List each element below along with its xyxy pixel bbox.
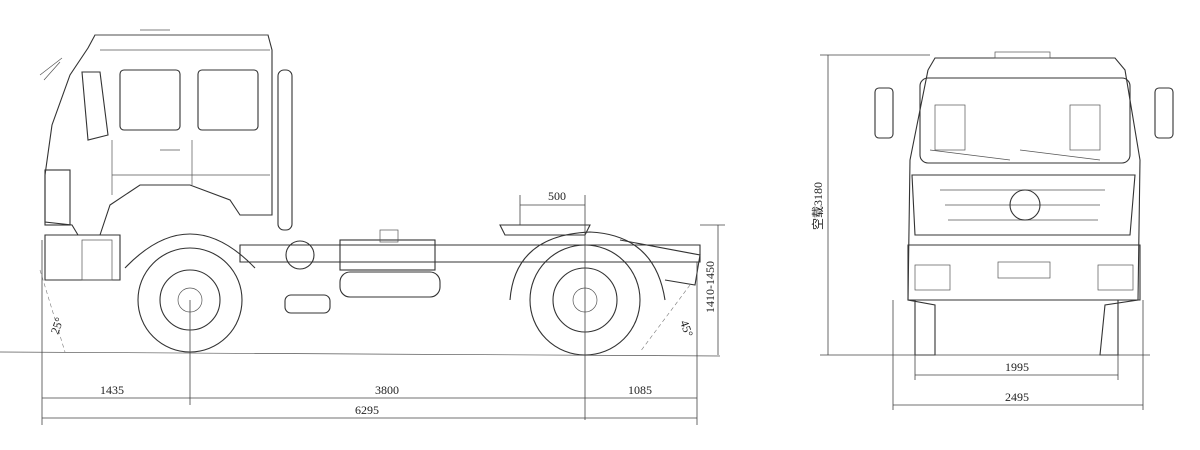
door-lines <box>111 140 270 195</box>
fifth-wheel-offset-label: 500 <box>548 189 566 203</box>
fuel-tank <box>284 294 331 314</box>
grille-side <box>44 169 71 226</box>
headlight-right <box>1097 264 1134 291</box>
width-dim <box>892 300 1144 410</box>
rear-overhang-label: 1085 <box>628 383 652 397</box>
fifth-wheel-height-dim <box>700 224 725 355</box>
seat-left <box>934 104 966 151</box>
mirror <box>39 57 63 81</box>
cab-front-outline <box>907 57 1141 356</box>
front-bumper <box>44 234 121 281</box>
cab-window-rear <box>197 69 259 131</box>
exhaust-stack <box>277 69 293 231</box>
rear-fender <box>509 231 666 301</box>
track-dim <box>914 355 1119 380</box>
frame-rail <box>239 244 701 263</box>
fifth-wheel-dim <box>519 195 586 420</box>
side-view: 25° 45° 500 1410-1450 1435 3800 1085 629… <box>0 29 725 425</box>
grille <box>911 174 1136 236</box>
fifth-wheel-height-label: 1410-1450 <box>703 261 717 313</box>
windshield-front <box>919 77 1131 164</box>
tank-cap <box>379 229 399 243</box>
approach-angle-line <box>39 269 66 353</box>
air-tank <box>339 271 441 298</box>
approach-angle-label: 25° <box>48 315 67 336</box>
logo-emblem <box>1009 189 1041 221</box>
mirror-right <box>1154 87 1174 139</box>
height-dim <box>820 54 1150 356</box>
track-width-label: 1995 <box>1005 360 1029 374</box>
front-overhang-label: 1435 <box>100 383 124 397</box>
windshield <box>81 71 109 141</box>
roof-hatch <box>994 51 1051 59</box>
license-plate <box>997 261 1051 279</box>
step <box>81 239 113 281</box>
grille-slats <box>940 189 1105 221</box>
ground-line <box>0 351 721 357</box>
battery-box <box>339 239 436 271</box>
departure-angle-label: 45° <box>677 318 696 339</box>
air-dryer <box>285 240 315 270</box>
seat-right <box>1069 104 1101 151</box>
cab-roof <box>95 29 270 51</box>
front-bumper-front <box>907 244 1141 301</box>
front-view: 空载3180 1995 2495 <box>811 51 1174 410</box>
overall-width-label: 2495 <box>1005 390 1029 404</box>
overall-length-label: 6295 <box>355 403 379 417</box>
rear-mudflap-bracket <box>619 239 701 286</box>
headlight-left <box>914 264 951 291</box>
cab-outline <box>44 34 273 236</box>
length-dims <box>41 240 698 425</box>
cab-window-front <box>119 69 181 131</box>
wheelbase-label: 3800 <box>375 383 399 397</box>
wipers <box>929 149 1101 161</box>
front-fender <box>124 233 256 269</box>
unladen-height-label: 空载3180 <box>811 182 825 230</box>
mirror-left <box>874 87 894 139</box>
departure-angle-line <box>639 284 691 353</box>
